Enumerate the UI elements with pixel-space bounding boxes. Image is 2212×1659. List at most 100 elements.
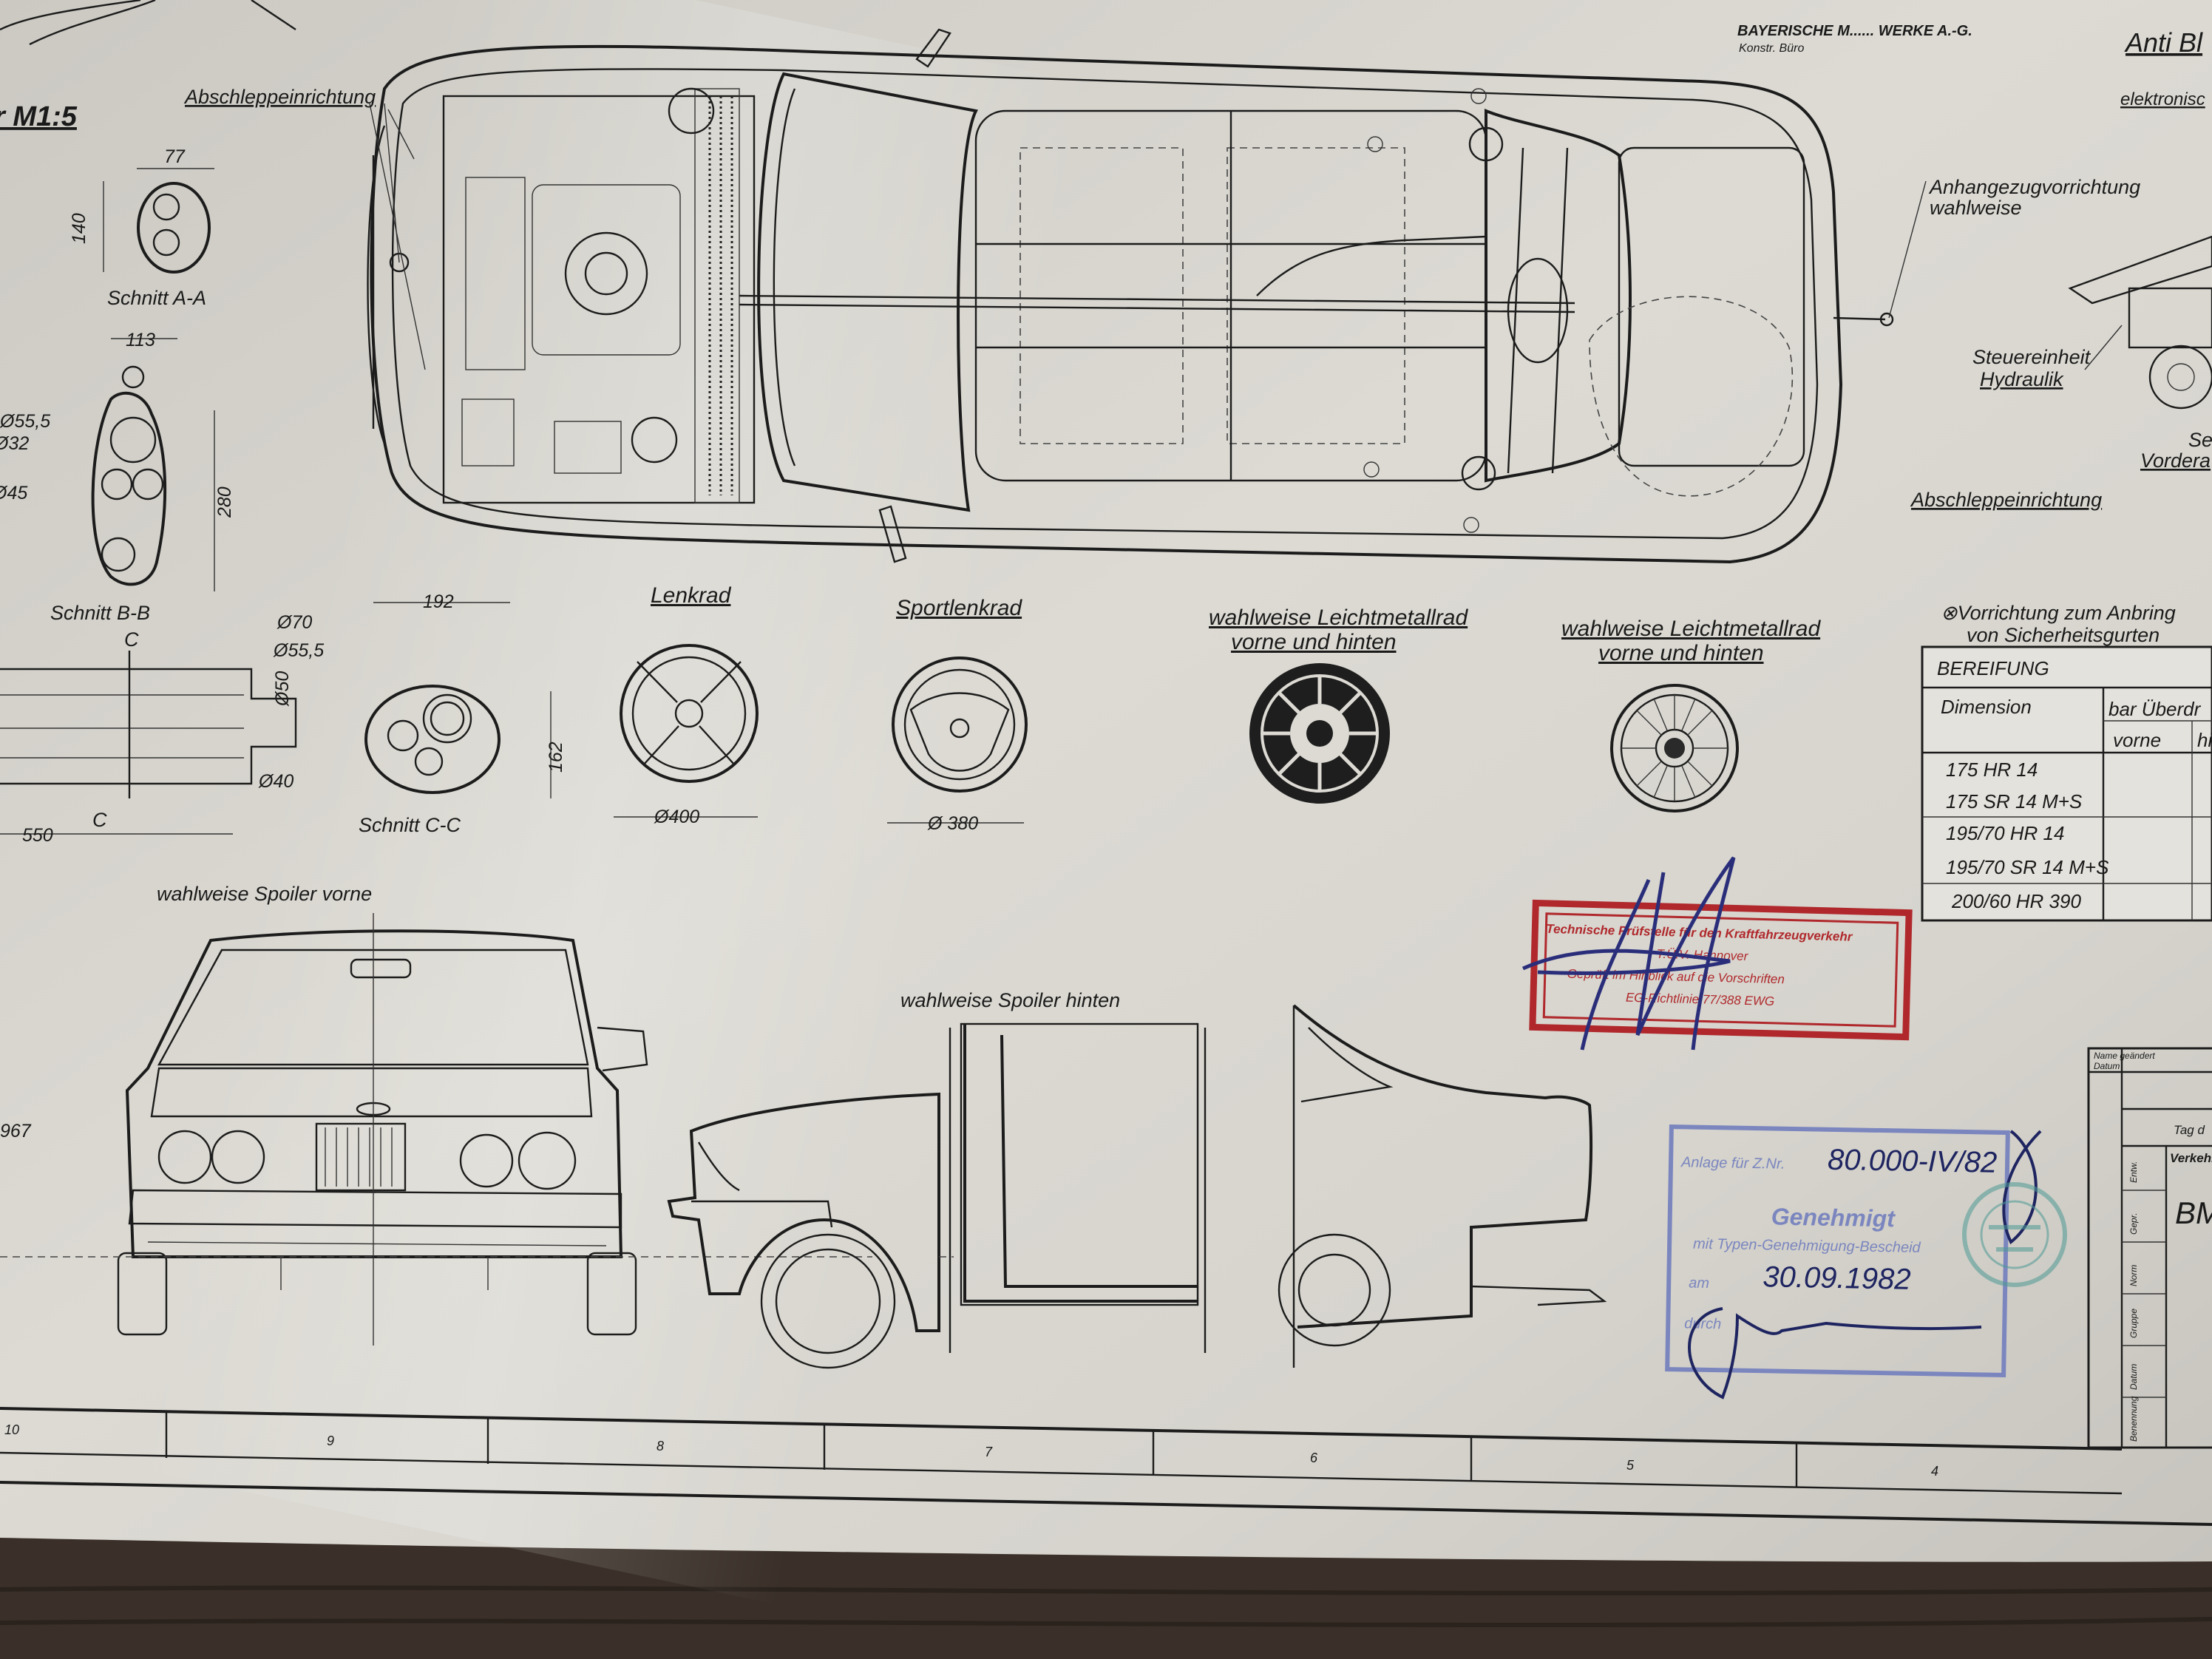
drawing-frame-bottom [0, 1407, 2212, 1526]
sport-steering-wheel-drawing [887, 657, 1028, 824]
grid-number: 6 [1310, 1451, 1318, 1465]
trailer-hitch-label-2: wahlweise [1930, 197, 2022, 219]
section-c-c-mark-top: C [124, 628, 139, 651]
company-line-2: Konstr. Büro [1739, 42, 1804, 55]
section-b-b-d2: Ø32 [0, 433, 29, 454]
blue-approval-stamp [1665, 1124, 2010, 1378]
car-top-view [367, 28, 1894, 564]
blue-stamp-line-1: Anlage für Z.Nr. [1680, 1154, 1785, 1172]
section-c-c-d4: Ø40 [258, 771, 294, 792]
tire-row: 195/70 HR 14 [1946, 822, 2064, 844]
tire-col-pressure: bar Überdr [2108, 698, 2202, 720]
blue-stamp-text: Anlage für Z.Nr. 80.000-IV/82 Genehmigt … [1680, 1144, 1998, 1333]
control-unit-label-2: Hydraulik [1980, 368, 2064, 390]
company-line-1: BAYERISCHE M...... WERKE A.-G. [1737, 23, 1972, 39]
alloy-wheel-dark-drawing [1249, 663, 1390, 804]
section-c-c-d2: Ø55,5 [273, 640, 324, 661]
steering-wheel-drawing [614, 644, 759, 818]
steering-wheel-title: Lenkrad [651, 583, 732, 608]
tire-col-dimension: Dimension [1941, 696, 2032, 718]
alloy-wheel-light-drawing [1610, 684, 1739, 812]
car-front-view [0, 913, 872, 1346]
title-block-side-label: Gruppe [2128, 1309, 2139, 1338]
title-block-row-1: Name geändert [2094, 1051, 2155, 1061]
title-block-side-label: Gepr. [2128, 1212, 2139, 1235]
sport-steering-dim: Ø 380 [927, 813, 978, 834]
grid-number: 9 [327, 1434, 334, 1448]
blue-stamp-number: 80.000-IV/82 [1828, 1144, 1998, 1179]
left-note: 967 [0, 1121, 32, 1141]
title-block-side-label: Entw. [2128, 1161, 2139, 1183]
title-block-big: BM [2175, 1195, 2212, 1230]
section-b-b [91, 338, 215, 591]
tire-col-front: vorne [2113, 729, 2161, 751]
section-a-a-height: 140 [69, 213, 89, 244]
title-block-row-4: Verkehr [2170, 1151, 2212, 1165]
sport-steering-title: Sportlenkrad [896, 596, 1022, 620]
section-c-c-mark-bottom: C [92, 809, 107, 831]
alloy-wheel-1-line-1: wahlweise Leichtmetallrad [1209, 605, 1468, 630]
section-a-a-width: 77 [164, 146, 186, 167]
title-block-row-2: Datum [2094, 1061, 2120, 1071]
alloy-wheel-1-line-2: vorne und hinten [1231, 630, 1397, 654]
section-c-c-length: 550 [22, 825, 53, 846]
section-b-b-d3: Ø45 [0, 483, 27, 503]
section-c-c [0, 602, 552, 835]
title-block-side-label: Norm [2128, 1265, 2139, 1286]
right-subtitle: elektronisc [2120, 89, 2205, 109]
blue-stamp-line-3: mit Typen-Genehmigung-Bescheid [1693, 1236, 1921, 1256]
grid-number: 4 [1931, 1464, 1938, 1479]
seatbelt-note-line-1: ⊗Vorrichtung zum Anbring [1941, 602, 2176, 624]
tire-row: 175 HR 14 [1946, 759, 2038, 781]
tire-col-rear: hi [2197, 729, 2212, 751]
control-unit-label: Steuereinheit [1972, 346, 2091, 368]
section-a-a [103, 168, 214, 274]
seatbelt-note-line-2: von Sicherheitsgurten [1967, 624, 2160, 646]
grid-number: 5 [1626, 1458, 1635, 1473]
rear-spoiler-side-view [939, 1004, 1607, 1368]
tire-table-title: BEREIFUNG [1937, 657, 2049, 679]
section-c-c-height: 162 [546, 742, 566, 773]
title-block [2087, 1047, 2212, 1449]
scale-label: r M1:5 [0, 101, 78, 132]
blue-stamp-date-label: am [1689, 1275, 1709, 1292]
grid-number: 8 [657, 1439, 664, 1453]
tire-row: 200/60 HR 390 [1951, 890, 2081, 912]
section-b-b-title: Schnitt B-B [50, 602, 150, 624]
title-block-row-3: Tag d [2174, 1123, 2205, 1137]
front-spoiler-title: wahlweise Spoiler vorne [157, 883, 372, 905]
round-seal [1962, 1182, 2067, 1287]
signature-2 [1688, 1130, 2042, 1400]
alloy-wheel-2-line-2: vorne und hinten [1598, 641, 1764, 665]
rear-spoiler-title: wahlweise Spoiler hinten [900, 989, 1120, 1011]
section-a-a-title: Schnitt A-A [107, 287, 206, 309]
cut-vordera-label: Vordera [2140, 449, 2211, 472]
section-c-c-d3: Ø50 [272, 671, 293, 707]
right-title: Anti Bl [2124, 27, 2203, 58]
blue-stamp-date: 30.09.1982 [1763, 1261, 1911, 1295]
alloy-wheel-2-line-1: wahlweise Leichtmetallrad [1561, 617, 1821, 641]
section-c-c-d1: Ø70 [276, 612, 312, 633]
grid-numbers: 10 9 8 7 6 5 4 [4, 1422, 1938, 1479]
hydraulic-unit-sketch [2068, 235, 2212, 410]
steering-wheel-dim: Ø400 [654, 807, 699, 827]
trailer-hitch-label: Anhangezugvorrichtung [1928, 176, 2140, 198]
tire-row: 175 SR 14 M+S [1946, 790, 2083, 812]
tow-front-leader [387, 109, 415, 160]
front-spoiler-side-view [667, 1092, 940, 1369]
tow-front-label: Abschleppeinrichtung [183, 86, 376, 108]
section-b-b-height: 280 [214, 486, 235, 518]
section-c-c-width: 192 [423, 591, 454, 612]
control-unit-leader [2084, 325, 2123, 370]
blue-stamp-line-2: Genehmigt [1771, 1203, 1896, 1232]
trailer-hitch-leader [1888, 180, 1927, 319]
cut-se-label: Se [2188, 429, 2212, 451]
section-b-b-w: 113 [126, 330, 155, 350]
title-block-side-label: Datum [2128, 1364, 2139, 1390]
title-block-side-label: Benennung [2128, 1396, 2139, 1442]
section-c-c-title: Schnitt C-C [359, 814, 461, 836]
partial-part-top-left [0, 0, 296, 46]
tow-rear-label: Abschleppeinrichtung [1910, 489, 2102, 511]
signature-1 [1521, 856, 1736, 1051]
